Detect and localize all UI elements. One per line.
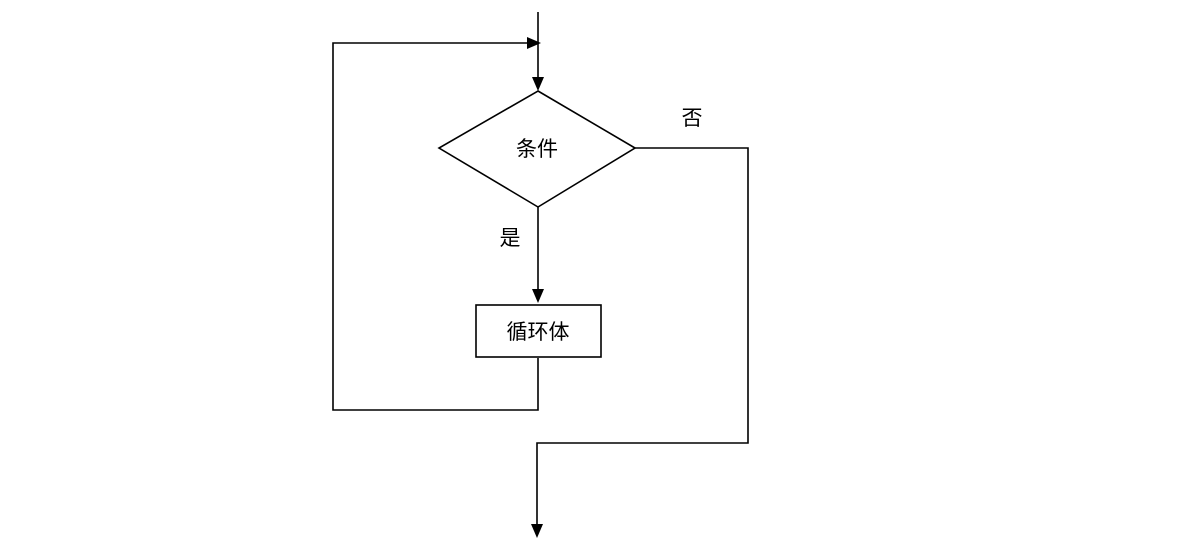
condition-label: 条件 (516, 137, 558, 161)
loop-body-label: 循环体 (507, 320, 570, 344)
loop-back-line (332, 42, 539, 411)
yes-branch-arrowhead (532, 289, 544, 303)
loop-body-box (475, 304, 602, 358)
no-label: 否 (682, 106, 703, 130)
no-branch-line (536, 147, 749, 526)
exit-arrowhead (531, 524, 543, 538)
yes-label: 是 (500, 226, 521, 250)
loop-back-arrowhead (527, 37, 541, 49)
entry-arrowhead (532, 77, 544, 91)
